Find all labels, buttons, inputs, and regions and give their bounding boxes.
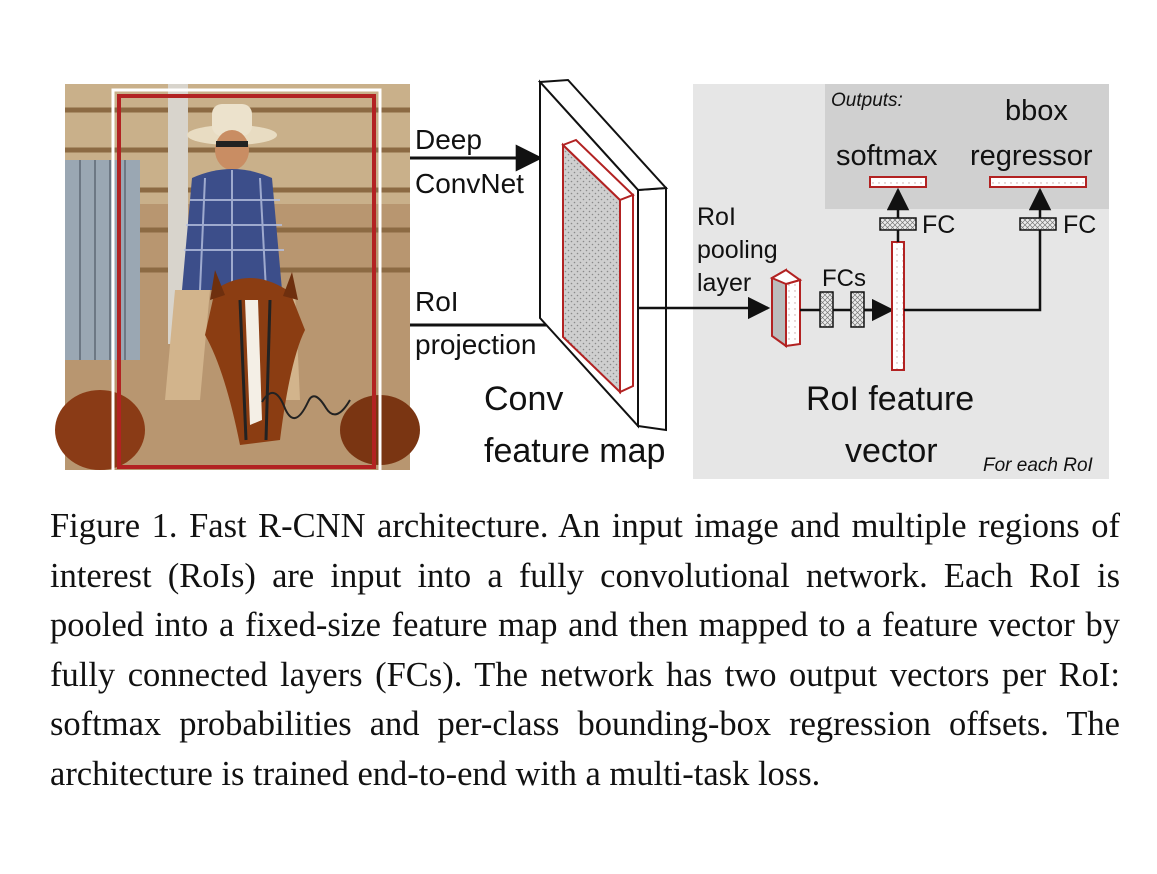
vector-to-bbox-line (904, 230, 1042, 312)
softmax-output-vector (869, 176, 927, 188)
roi-pooling-label-2: pooling (697, 236, 778, 264)
input-image (55, 84, 420, 470)
fc-right-label: FC (1063, 211, 1096, 239)
figure-caption: Figure 1. Fast R-CNN architecture. An in… (50, 507, 1120, 793)
roi-feature-vector (891, 241, 905, 371)
roi-box-border (111, 88, 382, 475)
roi-projection-label-1: RoI (415, 286, 459, 317)
fc-block-2 (850, 291, 865, 328)
fc-block-1 (819, 291, 834, 328)
outputs-label: Outputs: (831, 90, 903, 111)
conv-feature-map-label-2: feature map (484, 432, 665, 470)
roi-projection-label-2: projection (415, 329, 536, 360)
deep-convnet-label-2: ConvNet (415, 168, 524, 199)
bbox-output-vector (989, 176, 1087, 188)
deep-convnet-label-1: Deep (415, 124, 482, 155)
conv-feature-map-label-1: Conv (484, 380, 563, 418)
bbox-fc-block (1019, 217, 1057, 231)
conv-feature-map (537, 78, 669, 432)
for-each-roi-label: For each RoI (983, 455, 1094, 476)
roi-feature-vector-label-2: vector (845, 432, 938, 470)
roi-pooling-block (769, 268, 803, 348)
roi-pooling-label-1: RoI (697, 203, 736, 231)
roi-feature-vector-label-1: RoI feature (806, 380, 974, 418)
outputs-panel (825, 84, 1109, 209)
fcs-label: FCs (822, 265, 866, 292)
fc-left-label: FC (922, 211, 955, 239)
bbox-label-1: bbox (1005, 95, 1068, 127)
bbox-label-2: regressor (970, 140, 1093, 172)
softmax-label: softmax (836, 140, 938, 172)
softmax-fc-block (879, 217, 917, 231)
roi-pooling-label-3: layer (697, 269, 751, 297)
